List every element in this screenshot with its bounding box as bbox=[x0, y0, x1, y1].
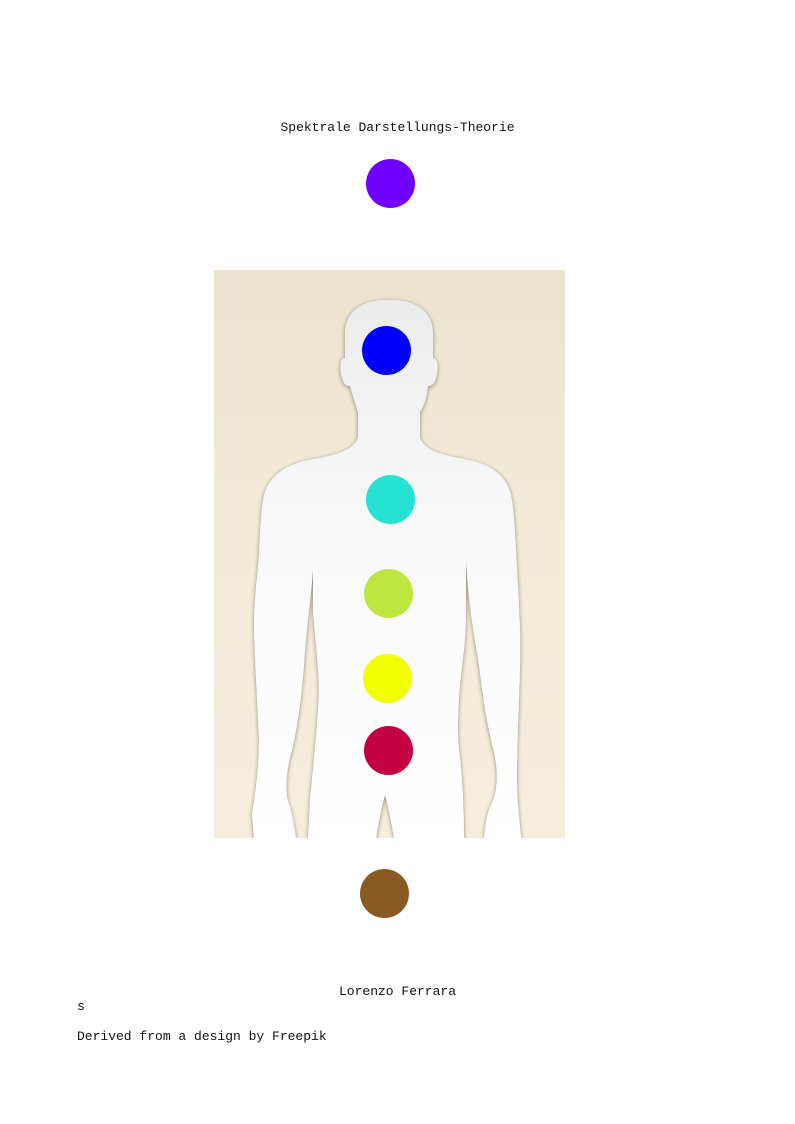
spectral-point-brown bbox=[360, 869, 409, 918]
page-title: Spektrale Darstellungs-Theorie bbox=[280, 120, 515, 135]
author-name: Lorenzo Ferrara bbox=[338, 984, 457, 999]
spectral-point-yellow-green bbox=[364, 569, 413, 618]
spectral-point-violet bbox=[366, 159, 415, 208]
design-credit: Derived from a design by Freepik bbox=[77, 1029, 327, 1044]
stray-text: s bbox=[77, 999, 85, 1014]
spectral-point-crimson bbox=[364, 726, 413, 775]
spectral-point-turquoise bbox=[366, 475, 415, 524]
spectral-point-blue bbox=[362, 326, 411, 375]
spectral-point-yellow bbox=[363, 654, 412, 703]
